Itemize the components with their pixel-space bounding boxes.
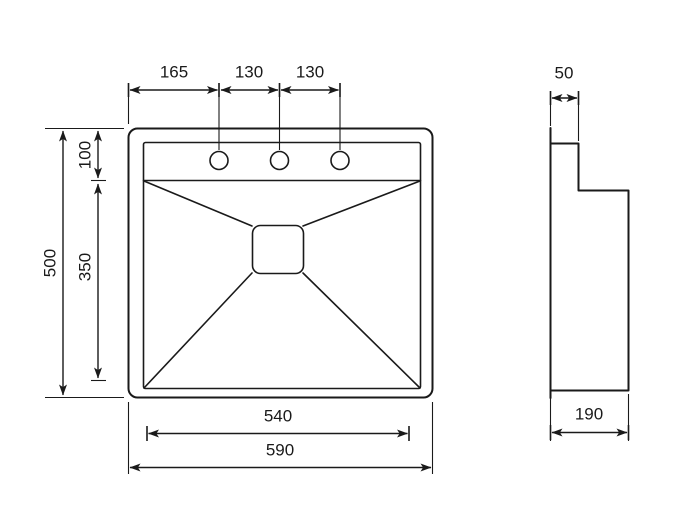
slope-bottom-left [143,272,253,389]
dim-label-130-b: 130 [296,62,324,81]
dim-label-50: 50 [555,63,574,82]
dim-label-500: 500 [40,249,59,277]
sink-outer-rim [127,127,434,399]
top-view-group [127,127,434,399]
dim-label-165: 165 [160,62,188,81]
basin-slope-lines [143,180,421,389]
side-profile-outline [549,142,630,392]
dim-label-100: 100 [75,141,94,169]
tap-hole-right [330,150,350,171]
dim-label-130-a: 130 [235,62,263,81]
slope-bottom-right [302,272,421,389]
side-view-dimensions: 50 190 [549,63,630,441]
left-vertical-dimensions: 500 100 350 [40,127,124,399]
drain-recess [251,224,305,275]
tap-hole-center [269,150,290,171]
dim-label-540: 540 [264,406,292,425]
slope-top-left [143,180,253,227]
tap-hole-left [209,150,229,171]
sink-inner-basin [142,141,422,390]
dim-label-350: 350 [75,253,94,281]
bottom-width-dimensions: 540 590 [127,402,434,474]
slope-top-right [302,180,421,227]
top-hole-spacing-dimensions: 165 130 130 [127,62,341,150]
dim-label-190: 190 [575,404,603,423]
side-view-group [549,127,630,399]
dim-label-590: 590 [266,440,294,459]
